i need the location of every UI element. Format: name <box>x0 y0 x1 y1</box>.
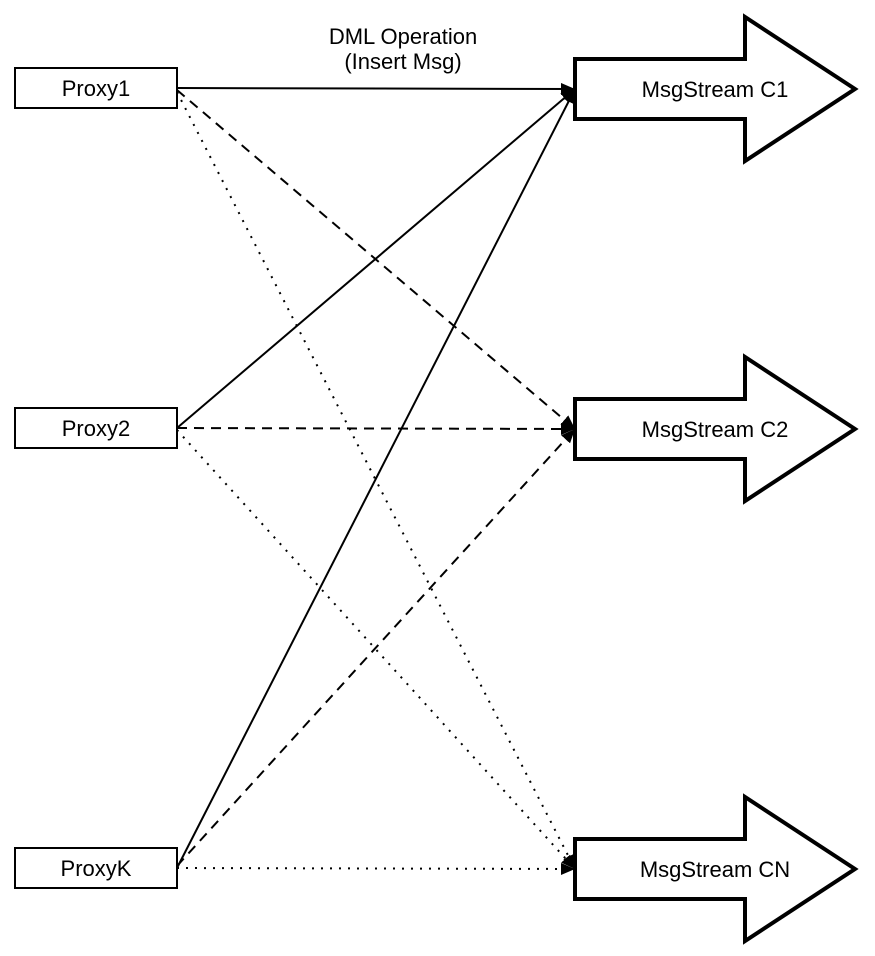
msgstream-c2-arrow-shape <box>573 353 859 505</box>
msgstream-c1-node: MsgStream C1 <box>573 13 859 165</box>
msgstream-cn-node: MsgStream CN <box>573 793 859 945</box>
dml-operation-label-line1: DML Operation <box>329 24 477 49</box>
proxy1-box <box>14 67 178 109</box>
proxy2-box <box>14 407 178 449</box>
msgstream-c1-arrow-shape <box>573 13 859 165</box>
connectors <box>176 82 576 875</box>
msgstream-c1-label: MsgStream C1 <box>642 77 789 102</box>
connector-proxy1-to-msgstream-cn <box>176 91 576 870</box>
proxy2-label: Proxy2 <box>62 416 130 441</box>
proxy2-node: Proxy2 <box>14 407 178 449</box>
proxyk-box <box>14 847 178 889</box>
msgstream-c2-node: MsgStream C2 <box>573 353 859 505</box>
dml-operation-label: DML Operation (Insert Msg) <box>329 24 477 74</box>
connector-proxy1-to-msgstream-c2 <box>176 89 576 430</box>
connector-proxy2-to-msgstream-c2 <box>176 422 576 435</box>
connector-proxyk-to-msgstream-cn <box>176 862 576 875</box>
proxyk-label: ProxyK <box>61 856 132 881</box>
proxy1-label: Proxy1 <box>62 76 130 101</box>
proxyk-node: ProxyK <box>14 847 178 889</box>
msgstream-c2-label: MsgStream C2 <box>642 417 789 442</box>
proxy1-node: Proxy1 <box>14 67 178 109</box>
connector-proxy1-to-msgstream-c1 <box>176 82 576 95</box>
connector-proxyk-to-msgstream-c2 <box>176 428 576 867</box>
connector-proxyk-to-msgstream-c1 <box>176 88 576 869</box>
dml-operation-label-line2: (Insert Msg) <box>344 49 461 74</box>
msgstream-cn-arrow-shape <box>573 793 859 945</box>
msgstream-cn-label: MsgStream CN <box>640 857 790 882</box>
